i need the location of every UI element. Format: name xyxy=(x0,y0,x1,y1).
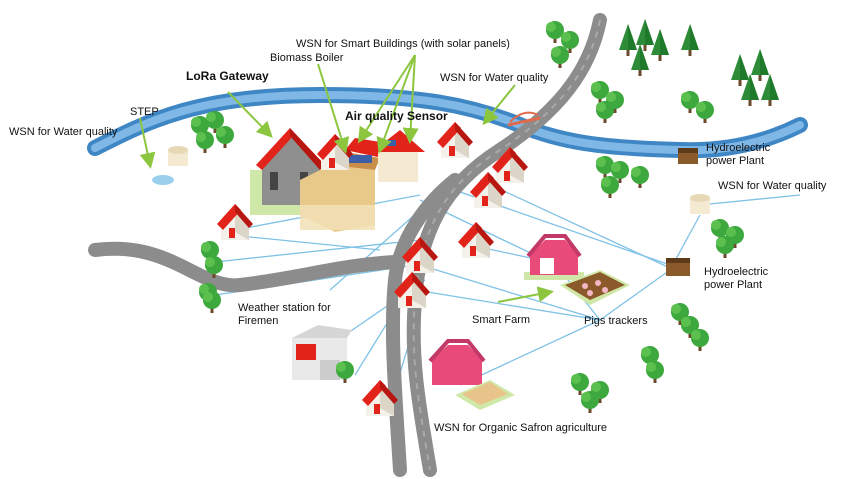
water-tank-right xyxy=(690,194,710,214)
label-arrows xyxy=(139,54,554,303)
pine-trees xyxy=(619,19,779,106)
town-buildings xyxy=(250,128,425,232)
step-plant xyxy=(150,146,188,187)
label-smart-buildings: WSN for Smart Buildings (with solar pane… xyxy=(296,38,510,50)
safron-barn xyxy=(428,339,515,410)
label-weather-station: Weather station for Firemen xyxy=(238,302,331,327)
label-safron: WSN for Organic Safron agriculture xyxy=(434,422,608,434)
label-water-quality-right: WSN for Water quality xyxy=(718,180,827,192)
label-smart-farm: Smart Farm xyxy=(472,314,531,326)
label-water-quality-top: WSN for Water quality xyxy=(440,72,549,84)
label-step: STEP xyxy=(130,106,159,118)
label-hydro-top: Hydroelectric power Plant xyxy=(706,142,771,167)
river xyxy=(87,86,808,159)
road xyxy=(88,13,607,477)
pig-pen xyxy=(560,270,630,305)
label-hydro-right: Hydroelectric power Plant xyxy=(704,266,769,291)
smart-farm-barn xyxy=(524,234,584,280)
label-biomass-boiler: Biomass Boiler xyxy=(270,52,344,64)
hydro-plant-right xyxy=(666,258,690,276)
hydro-plant-top xyxy=(678,148,698,164)
label-water-quality-left: WSN for Water quality xyxy=(9,126,118,138)
label-lora-gateway: LoRa Gateway xyxy=(186,69,269,83)
bridge xyxy=(507,111,541,127)
label-pigs-trackers: Pigs trackers xyxy=(584,315,648,327)
label-air-quality: Air quality Sensor xyxy=(345,109,448,123)
